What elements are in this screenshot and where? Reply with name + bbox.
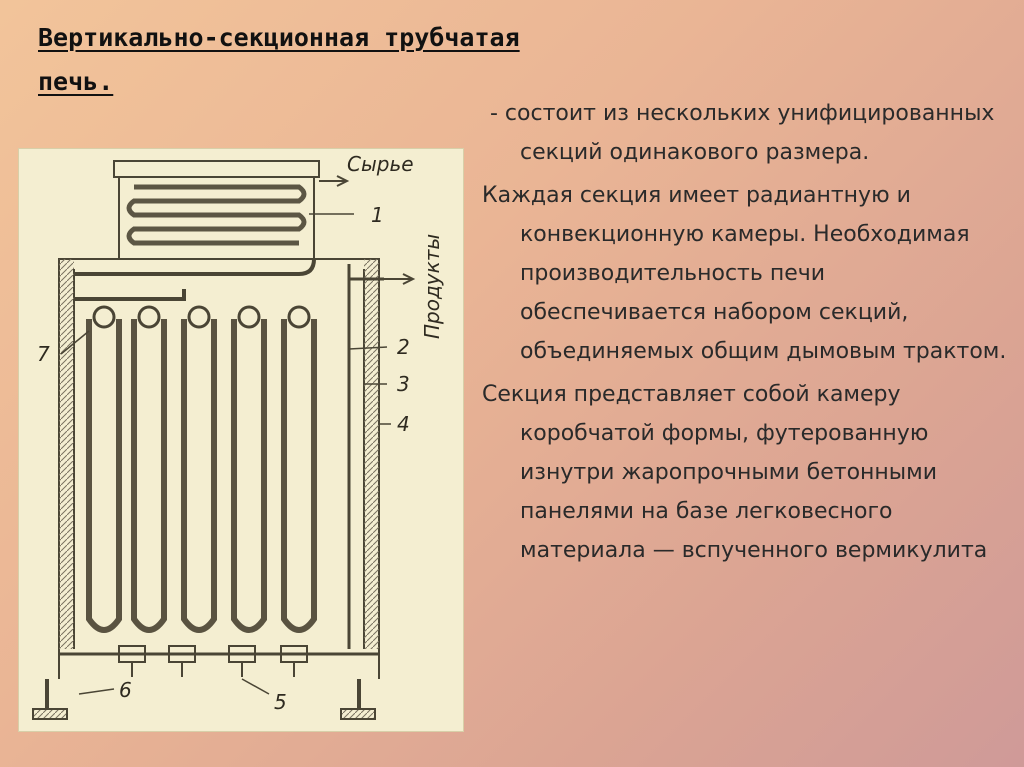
slide-text: - состоит из нескольких унифицированных … (482, 94, 1012, 570)
label-2: 2 (397, 335, 410, 359)
products-arrow (402, 273, 416, 285)
label-1: 1 (371, 203, 384, 227)
convection-roof (113, 160, 320, 178)
crossover-pipe (74, 289, 186, 301)
return-bends (92, 305, 311, 329)
label-4: 4 (397, 412, 410, 436)
paragraph-section-structure: Секция представляет собой камеру коробча… (482, 382, 988, 563)
convection-coils (126, 184, 307, 246)
slide-title-line2: печь. (38, 67, 114, 96)
label-products: Продукты (420, 234, 444, 339)
label-6: 6 (119, 678, 132, 702)
burners (118, 645, 308, 677)
convection-chamber (118, 176, 315, 260)
paragraph-sections: - состоит из нескольких унифицированных … (490, 101, 995, 165)
furnace-diagram-svg: Сырье 1 2 3 4 5 6 7 Продукты (32, 152, 444, 720)
furnace-diagram: Сырье 1 2 3 4 5 6 7 Продукты (18, 148, 464, 732)
label-7: 7 (37, 342, 50, 366)
radiant-tubes (86, 319, 317, 633)
left-foot (32, 708, 68, 720)
slide-title: Вертикально-секционная трубчатая печь. (38, 16, 738, 104)
transfer-pipe (74, 258, 316, 276)
right-foot (340, 708, 376, 720)
label-feed: Сырье (347, 152, 414, 176)
feed-arrow (336, 175, 350, 187)
label-5: 5 (274, 690, 287, 714)
paragraph-chambers: Каждая секция имеет радиантную и конвекц… (482, 183, 1007, 364)
slide-title-line1: Вертикально-секционная трубчатая (38, 23, 520, 52)
label-3: 3 (397, 372, 410, 396)
